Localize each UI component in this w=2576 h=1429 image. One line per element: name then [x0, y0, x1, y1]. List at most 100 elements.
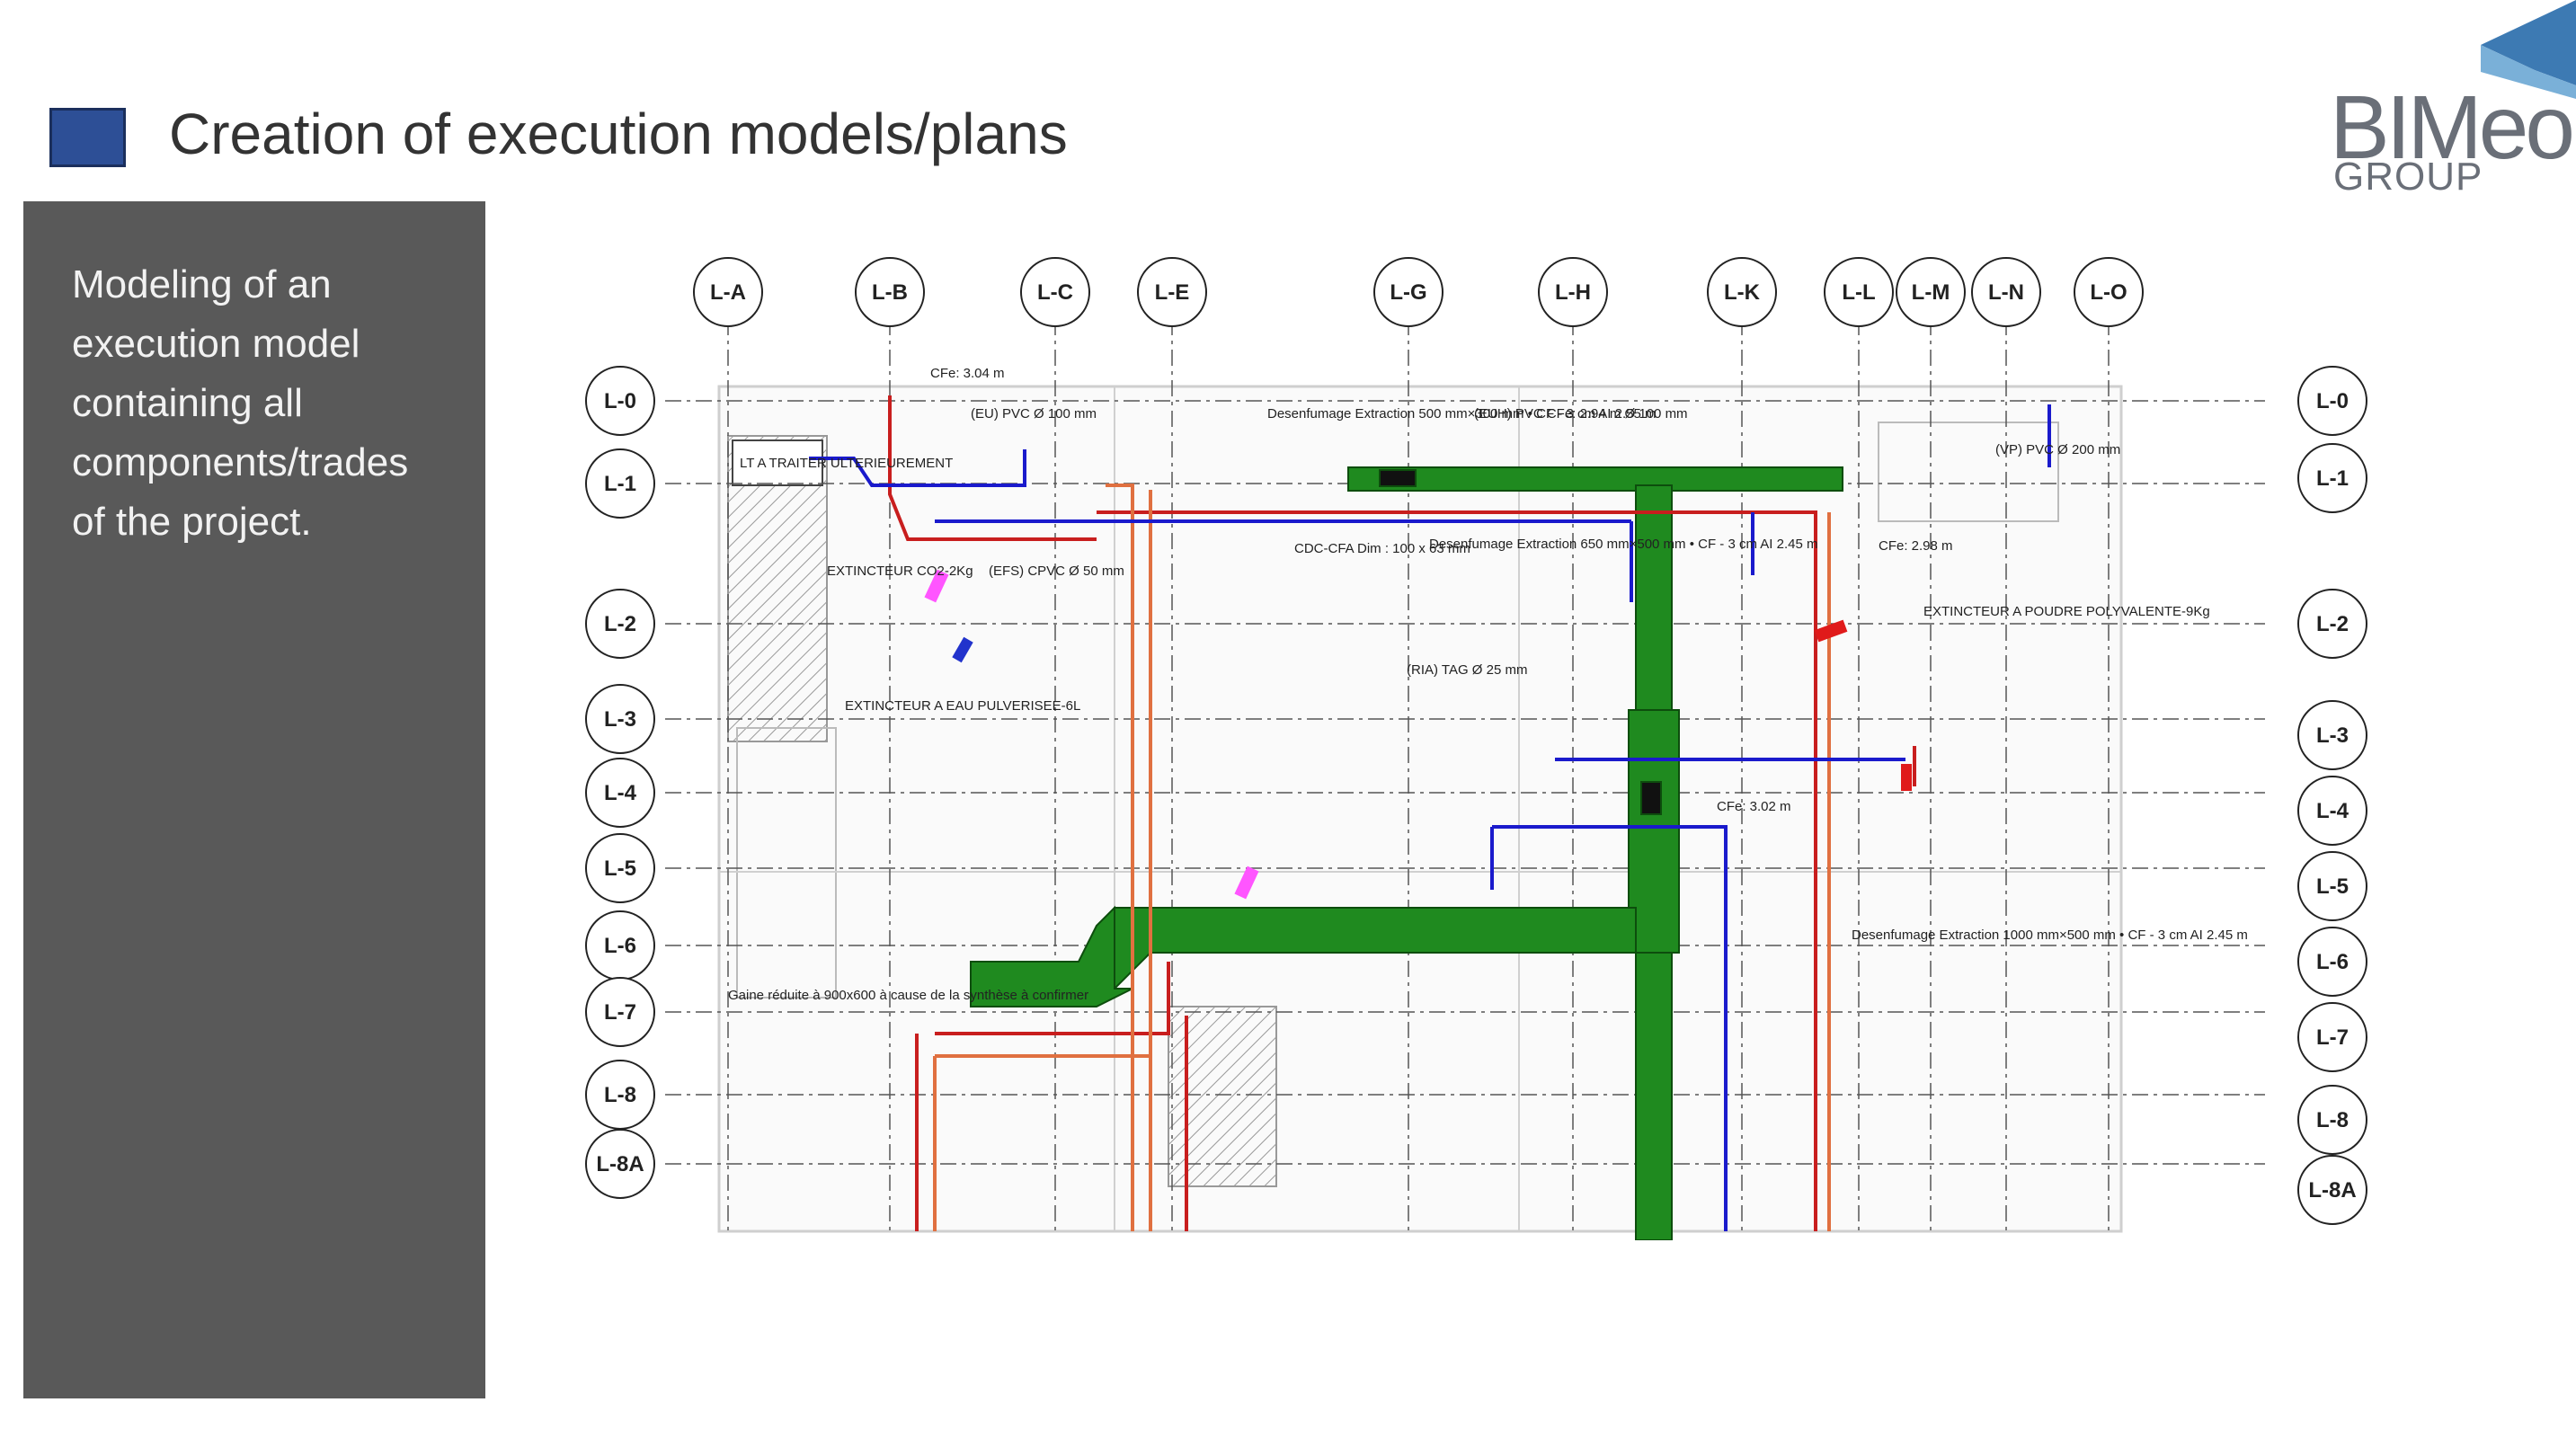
grid-bubble: L-6 [585, 910, 655, 981]
extinguisher-icon [1901, 764, 1912, 791]
side-panel: Modeling of an execution model containin… [23, 201, 485, 1398]
duct-damper [1379, 469, 1417, 487]
svg-text:L-0: L-0 [2316, 389, 2349, 413]
logo-brand-text: BIMeo [2330, 77, 2575, 178]
grid-bubble: L-E [1137, 257, 1207, 327]
svg-text:L-H: L-H [1555, 280, 1591, 305]
page-title: Creation of execution models/plans [169, 102, 1068, 166]
svg-text:L-3: L-3 [2316, 723, 2349, 748]
annotation: Desenfumage Extraction 500 mm×300 mm • C… [1267, 406, 1657, 422]
grid-bubble: L-5 [2297, 851, 2367, 921]
grid-bubble: L-3 [585, 684, 655, 754]
svg-text:L-0: L-0 [604, 389, 636, 413]
grid-bubble: L-M [1896, 257, 1966, 327]
grid-bubble: L-H [1538, 257, 1608, 327]
svg-text:L-M: L-M [1912, 280, 1950, 305]
grid-bubble: L-2 [585, 589, 655, 659]
grid-bubble: L-0 [585, 366, 655, 436]
annotation: (EU) PVC Ø 100 mm [971, 406, 1097, 422]
svg-text:L-1: L-1 [604, 472, 636, 496]
extinguisher-icon [924, 569, 949, 603]
annotation: (VP) PVC Ø 200 mm [1995, 442, 2120, 457]
grid-bubble: L-1 [2297, 443, 2367, 513]
grid-bubble: L-0 [2297, 366, 2367, 436]
annotation: CFe: 3.04 m [930, 366, 1005, 381]
logo-shape-upper [2481, 0, 2576, 85]
svg-text:L-G: L-G [1390, 280, 1426, 305]
left-grid-bubbles: L-0 L-1 L-2 L-3 L-4 L-5 L-6 L-7 L-8 L-8A [585, 366, 655, 1199]
grid-bubble: L-K [1707, 257, 1777, 327]
duct-damper [1640, 781, 1662, 815]
svg-text:L-B: L-B [872, 280, 908, 305]
annotation: Desenfumage Extraction 650 mm×500 mm • C… [1429, 537, 1818, 552]
grid-bubble: L-N [1971, 257, 2041, 327]
duct-branch-lower [970, 905, 1133, 1007]
side-line: containing all [72, 381, 303, 425]
smoke-extraction-ducts [970, 466, 1843, 1240]
svg-text:L-5: L-5 [604, 857, 636, 881]
svg-text:L-O: L-O [2090, 280, 2127, 305]
annotation: CFe: 3.02 m [1717, 799, 1791, 814]
grid-bubble: L-8 [2297, 1085, 2367, 1155]
svg-text:L-A: L-A [710, 280, 746, 305]
svg-text:L-5: L-5 [2316, 874, 2349, 899]
side-line: execution model [72, 322, 360, 366]
annotation: EXTINCTEUR A POUDRE POLYVALENTE-9Kg [1923, 604, 2210, 619]
valve-icon [952, 636, 973, 663]
svg-text:L-C: L-C [1037, 280, 1073, 305]
annotation: EXTINCTEUR CO2-2Kg [827, 564, 973, 579]
grid-bubble: L-O [2074, 257, 2144, 327]
logo-mark [2481, 0, 2576, 99]
svg-text:L-N: L-N [1988, 280, 2024, 305]
grid-bubble: L-4 [2297, 776, 2367, 846]
svg-text:L-8A: L-8A [596, 1152, 644, 1176]
plan-structure [717, 385, 2123, 1233]
floor-plan: LT A TRAITER ULTERIEUREMENT CFe: 3.04 m … [585, 257, 2367, 1240]
svg-text:L-1: L-1 [2316, 466, 2349, 491]
annotation: Desenfumage Extraction 1000 mm×500 mm • … [1852, 928, 2248, 943]
svg-text:L-8: L-8 [2316, 1108, 2349, 1132]
title-bullet [49, 108, 126, 167]
extinguisher-icon [1234, 865, 1259, 900]
svg-text:L-7: L-7 [604, 1000, 636, 1025]
svg-text:L-7: L-7 [2316, 1025, 2349, 1050]
extinguisher-icon [1814, 619, 1848, 643]
duct-riser [1628, 709, 1680, 954]
grid-bubble: L-L [1824, 257, 1894, 327]
grid-bubble: L-1 [585, 448, 655, 519]
annotation: (EUH) PVC CFe: 2.94 m Ø 100 mm [1474, 406, 1688, 422]
annotation: (RIA) TAG Ø 25 mm [1407, 662, 1527, 678]
annotation: CDC-CFA Dim : 100 x 63 mm [1294, 541, 1470, 556]
grid-bubble: L-C [1020, 257, 1090, 327]
grid-bubble: L-8A [2297, 1155, 2367, 1225]
annotation: Gaine réduite à 900x600 à cause de la sy… [728, 988, 1088, 1003]
svg-text:L-8: L-8 [604, 1083, 636, 1107]
grid-bubble: L-6 [2297, 927, 2367, 997]
grid-bubble: L-2 [2297, 589, 2367, 659]
annotation: LT A TRAITER ULTERIEUREMENT [740, 456, 953, 471]
annotation: EXTINCTEUR A EAU PULVERISEE-6L [845, 698, 1080, 714]
grid-bubble: L-7 [2297, 1002, 2367, 1072]
grid-bubble: L-8 [585, 1060, 655, 1130]
side-panel-text: Modeling of an execution model containin… [72, 255, 467, 552]
svg-text:L-6: L-6 [2316, 950, 2349, 974]
svg-text:L-E: L-E [1155, 280, 1190, 305]
grid-bubble: L-B [855, 257, 925, 327]
svg-text:L-2: L-2 [2316, 612, 2349, 636]
side-line: Modeling of an [72, 262, 332, 306]
right-grid-bubbles: L-0 L-1 L-2 L-3 L-4 L-5 L-6 L-7 L-8 L-8A [2297, 366, 2367, 1225]
grid-bubble: L-4 [585, 758, 655, 828]
svg-text:L-8A: L-8A [2308, 1178, 2356, 1203]
logo-group-text: GROUP [2333, 155, 2483, 199]
blue-pipes [809, 404, 2051, 1231]
duct-main-horizontal [1347, 466, 1843, 492]
grid-bubble: L-5 [585, 833, 655, 903]
note-box [732, 439, 823, 486]
grid-bubble: L-8A [585, 1129, 655, 1199]
svg-text:L-4: L-4 [2316, 799, 2349, 823]
fire-extinguishers [924, 569, 1912, 900]
svg-text:L-3: L-3 [604, 707, 636, 732]
annotation: CFe: 2.98 m [1879, 538, 1953, 554]
plan-annotations: LT A TRAITER ULTERIEUREMENT CFe: 3.04 m … [728, 366, 2248, 1003]
annotation: (EFS) CPVC Ø 50 mm [989, 564, 1124, 579]
